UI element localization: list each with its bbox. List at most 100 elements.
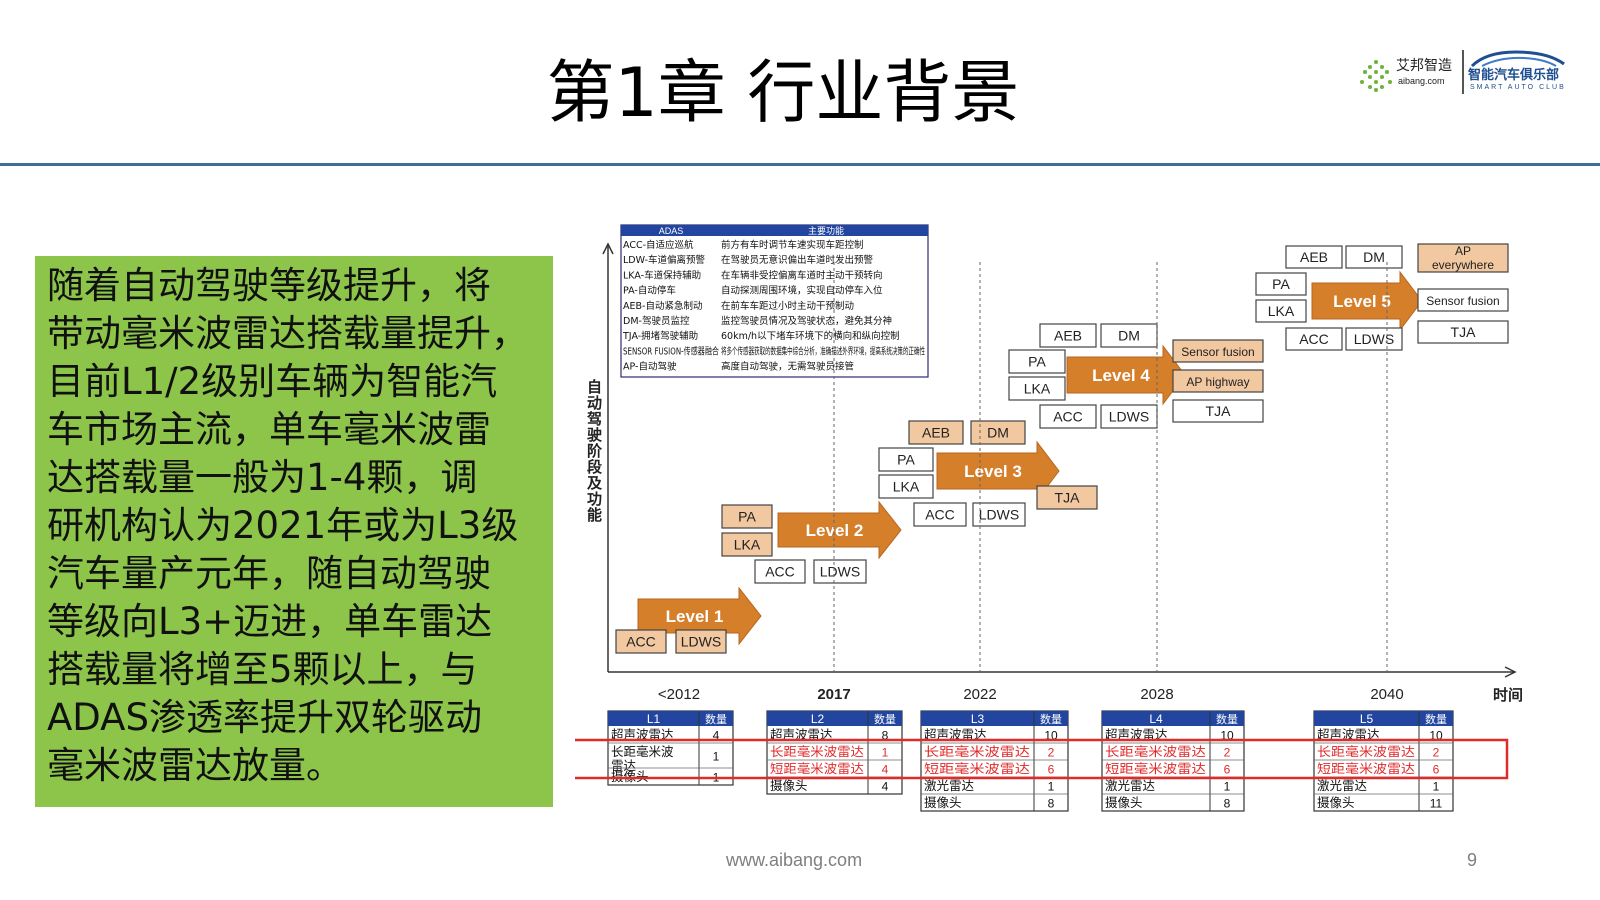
feature-label: LKA (734, 537, 761, 553)
sensor-table-qty-header: 数量 (874, 713, 896, 726)
level-label: Level 3 (964, 462, 1022, 481)
legend-term: AP-自动驾驶 (623, 361, 677, 373)
sensor-table-level: L3 (971, 712, 985, 726)
feature-box (1100, 404, 1158, 429)
sensor-name: 摄像头 (1105, 795, 1143, 810)
feature-label: LKA (1268, 303, 1295, 319)
legend-desc: 自动探测周围环境，实现自动停车入位 (721, 285, 883, 297)
sensor-qty: 4 (882, 780, 889, 794)
sensor-qty: 1 (1224, 780, 1231, 794)
feature-label: ACC (765, 564, 795, 580)
sensor-table-header (1314, 711, 1453, 726)
sensor-qty: 6 (1433, 763, 1440, 777)
feature-label: TJA (1055, 490, 1081, 506)
feature-box (1008, 376, 1066, 401)
feature-label: ACC (1053, 409, 1083, 425)
sensor-table-qty-header: 数量 (1425, 713, 1447, 726)
feature-box (1417, 243, 1509, 273)
feature-box (721, 504, 773, 529)
feature-box (1172, 339, 1264, 363)
sensor-qty: 6 (1048, 763, 1055, 777)
sensor-name: 超声波雷达 (1105, 727, 1168, 742)
sensor-name: 超声波雷达 (611, 727, 674, 742)
feature-label: AEB (1300, 249, 1328, 265)
feature-label: PA (897, 452, 915, 468)
logo-brand-cn: 艾邦智造 (1396, 58, 1452, 74)
sensor-qty: 8 (1224, 797, 1231, 811)
sensor-table-level: L2 (811, 712, 825, 726)
feature-label: Sensor fusion (1426, 294, 1499, 308)
legend-term: LDW-车道偏离预警 (623, 254, 706, 266)
feature-label: LDWS (820, 564, 860, 580)
summary-line: 车市场主流，单车毫米波雷 (47, 408, 491, 451)
sensor-qty: 1 (1048, 780, 1055, 794)
level-label: Level 5 (1333, 292, 1391, 311)
summary-line: 带动毫米波雷达搭载量提升， (47, 312, 528, 355)
sensor-qty: 11 (1430, 797, 1443, 811)
sensor-name: 激光雷达 (1105, 778, 1156, 793)
sensor-table-qty-header: 数量 (1216, 713, 1238, 726)
logo: 艾邦智造 aibang.com 智能汽车俱乐部 SMART AUTO CLUB (1360, 48, 1590, 96)
feature-box (1172, 369, 1264, 393)
x-axis-arrow-icon (1504, 666, 1517, 678)
feature-label: DM (1363, 249, 1385, 265)
logo-divider (1462, 50, 1464, 94)
sensor-name: 摄像头 (611, 769, 649, 784)
legend-term: SENSOR FUSION-传感器融合 (623, 345, 719, 357)
feature-label: LDWS (681, 634, 721, 650)
feature-label: ACC (1299, 331, 1329, 347)
feature-label: TJA (1451, 324, 1477, 340)
feature-box (1039, 323, 1097, 348)
level-label: Level 2 (806, 521, 864, 540)
legend-term: ACC-自适应巡航 (623, 239, 694, 251)
sensor-table-header (608, 711, 733, 726)
x-tick-label: 2028 (1140, 686, 1173, 703)
sensor-qty: 4 (882, 763, 889, 777)
legend-header-function: 主要功能 (808, 225, 844, 237)
sensor-name: 雷达 (611, 758, 637, 773)
sensor-qty: 1 (882, 746, 889, 760)
feature-label: DM (1118, 328, 1140, 344)
level-arrow (1311, 270, 1423, 332)
feature-label: PA (1028, 354, 1046, 370)
legend-term: AEB-自动紧急制动 (623, 300, 702, 312)
feature-label: PA (738, 509, 756, 525)
summary-line: 研机构认为2021年或为L3级 (47, 504, 519, 547)
slide-title: 第1章 行业背景 (546, 54, 1020, 133)
legend-desc: 高度自动驾驶，无需驾驶员接管 (721, 361, 854, 373)
feature-label: LKA (1024, 381, 1051, 397)
feature-box (878, 474, 934, 499)
feature-label: LDWS (979, 507, 1019, 523)
feature-box (615, 629, 667, 654)
sensor-qty: 8 (1048, 797, 1055, 811)
feature-box (1008, 349, 1066, 374)
sensor-name: 激光雷达 (1317, 778, 1368, 793)
summary-line: 等级向L3+迈进，单车雷达 (47, 600, 493, 643)
feature-box (1285, 327, 1343, 351)
sensor-name: 摄像头 (924, 795, 962, 810)
sensor-table-level: L4 (1149, 712, 1163, 726)
summary-line: 搭载量将增至5颗以上，与 (47, 648, 478, 691)
sensor-table-qty-header: 数量 (705, 713, 727, 726)
feature-label: DM (987, 425, 1009, 441)
sensor-name: 超声波雷达 (1317, 727, 1380, 742)
feature-label: ACC (626, 634, 656, 650)
sensor-table-level: L1 (647, 712, 661, 726)
feature-label: LDWS (1354, 331, 1394, 347)
legend-header-adas: ADAS (659, 226, 684, 236)
footer-url: www.aibang.com (726, 850, 863, 870)
feature-box (754, 559, 806, 584)
sensor-qty: 8 (882, 729, 889, 743)
legend-desc: 在前车车距过小时主动干预制动 (721, 300, 854, 312)
legend-desc: 在车辆非受控偏离车道时主动干预转向 (721, 269, 883, 281)
legend-desc: 将多个传感器获取的数据集中综合分析，准确描述外界环境，提高系统决策的正确性 (721, 345, 925, 357)
feature-box (1417, 288, 1509, 312)
sensor-qty: 2 (1433, 746, 1440, 760)
logo-club-cn: 智能汽车俱乐部 (1468, 68, 1560, 83)
sensor-table-header (921, 711, 1068, 726)
sensor-table-level: L5 (1360, 712, 1374, 726)
feature-label: AP highway (1186, 375, 1249, 389)
feature-label: AEB (1054, 328, 1082, 344)
mmwave-radar-highlight (575, 738, 1509, 780)
sensor-name: 摄像头 (1317, 795, 1355, 810)
